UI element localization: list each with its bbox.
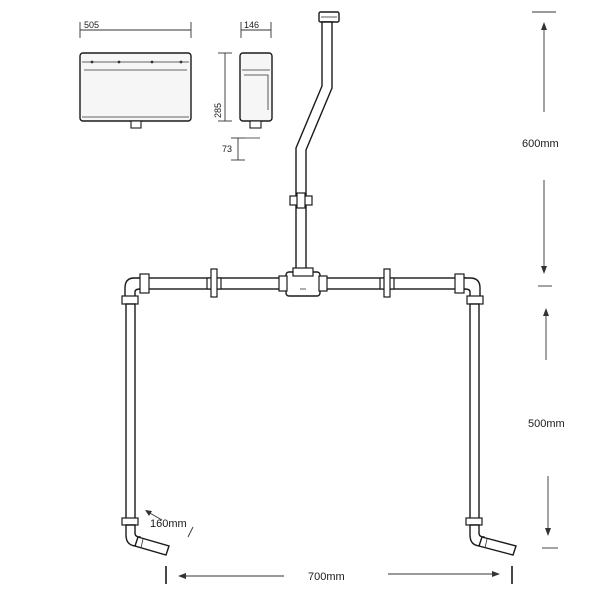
height-bottom-label: 500mm bbox=[528, 418, 565, 430]
dimension-700mm: 700mm bbox=[165, 566, 513, 584]
dimension-600mm: 600mm bbox=[522, 11, 559, 287]
cistern-width-label: 505 bbox=[84, 20, 99, 30]
spreader-pipe bbox=[137, 267, 467, 298]
dimension-500mm: 500mm bbox=[528, 308, 565, 549]
width-label: 700mm bbox=[308, 571, 345, 583]
cistern-side-view: 146 285 73 bbox=[213, 20, 273, 161]
cistern-depth-label: 146 bbox=[244, 20, 259, 30]
cistern-height-label: 285 bbox=[213, 103, 223, 118]
cistern-outlet-label: 73 bbox=[222, 144, 232, 154]
cistern-front-view: 505 bbox=[79, 20, 192, 129]
outlet-offset-label: 160mm bbox=[150, 518, 187, 530]
height-top-label: 600mm bbox=[522, 138, 559, 150]
left-flush-pipe bbox=[121, 273, 170, 556]
dimension-160mm: 160mm bbox=[145, 510, 194, 538]
flush-pipe-vertical bbox=[289, 11, 340, 275]
right-flush-pipe bbox=[454, 273, 517, 556]
